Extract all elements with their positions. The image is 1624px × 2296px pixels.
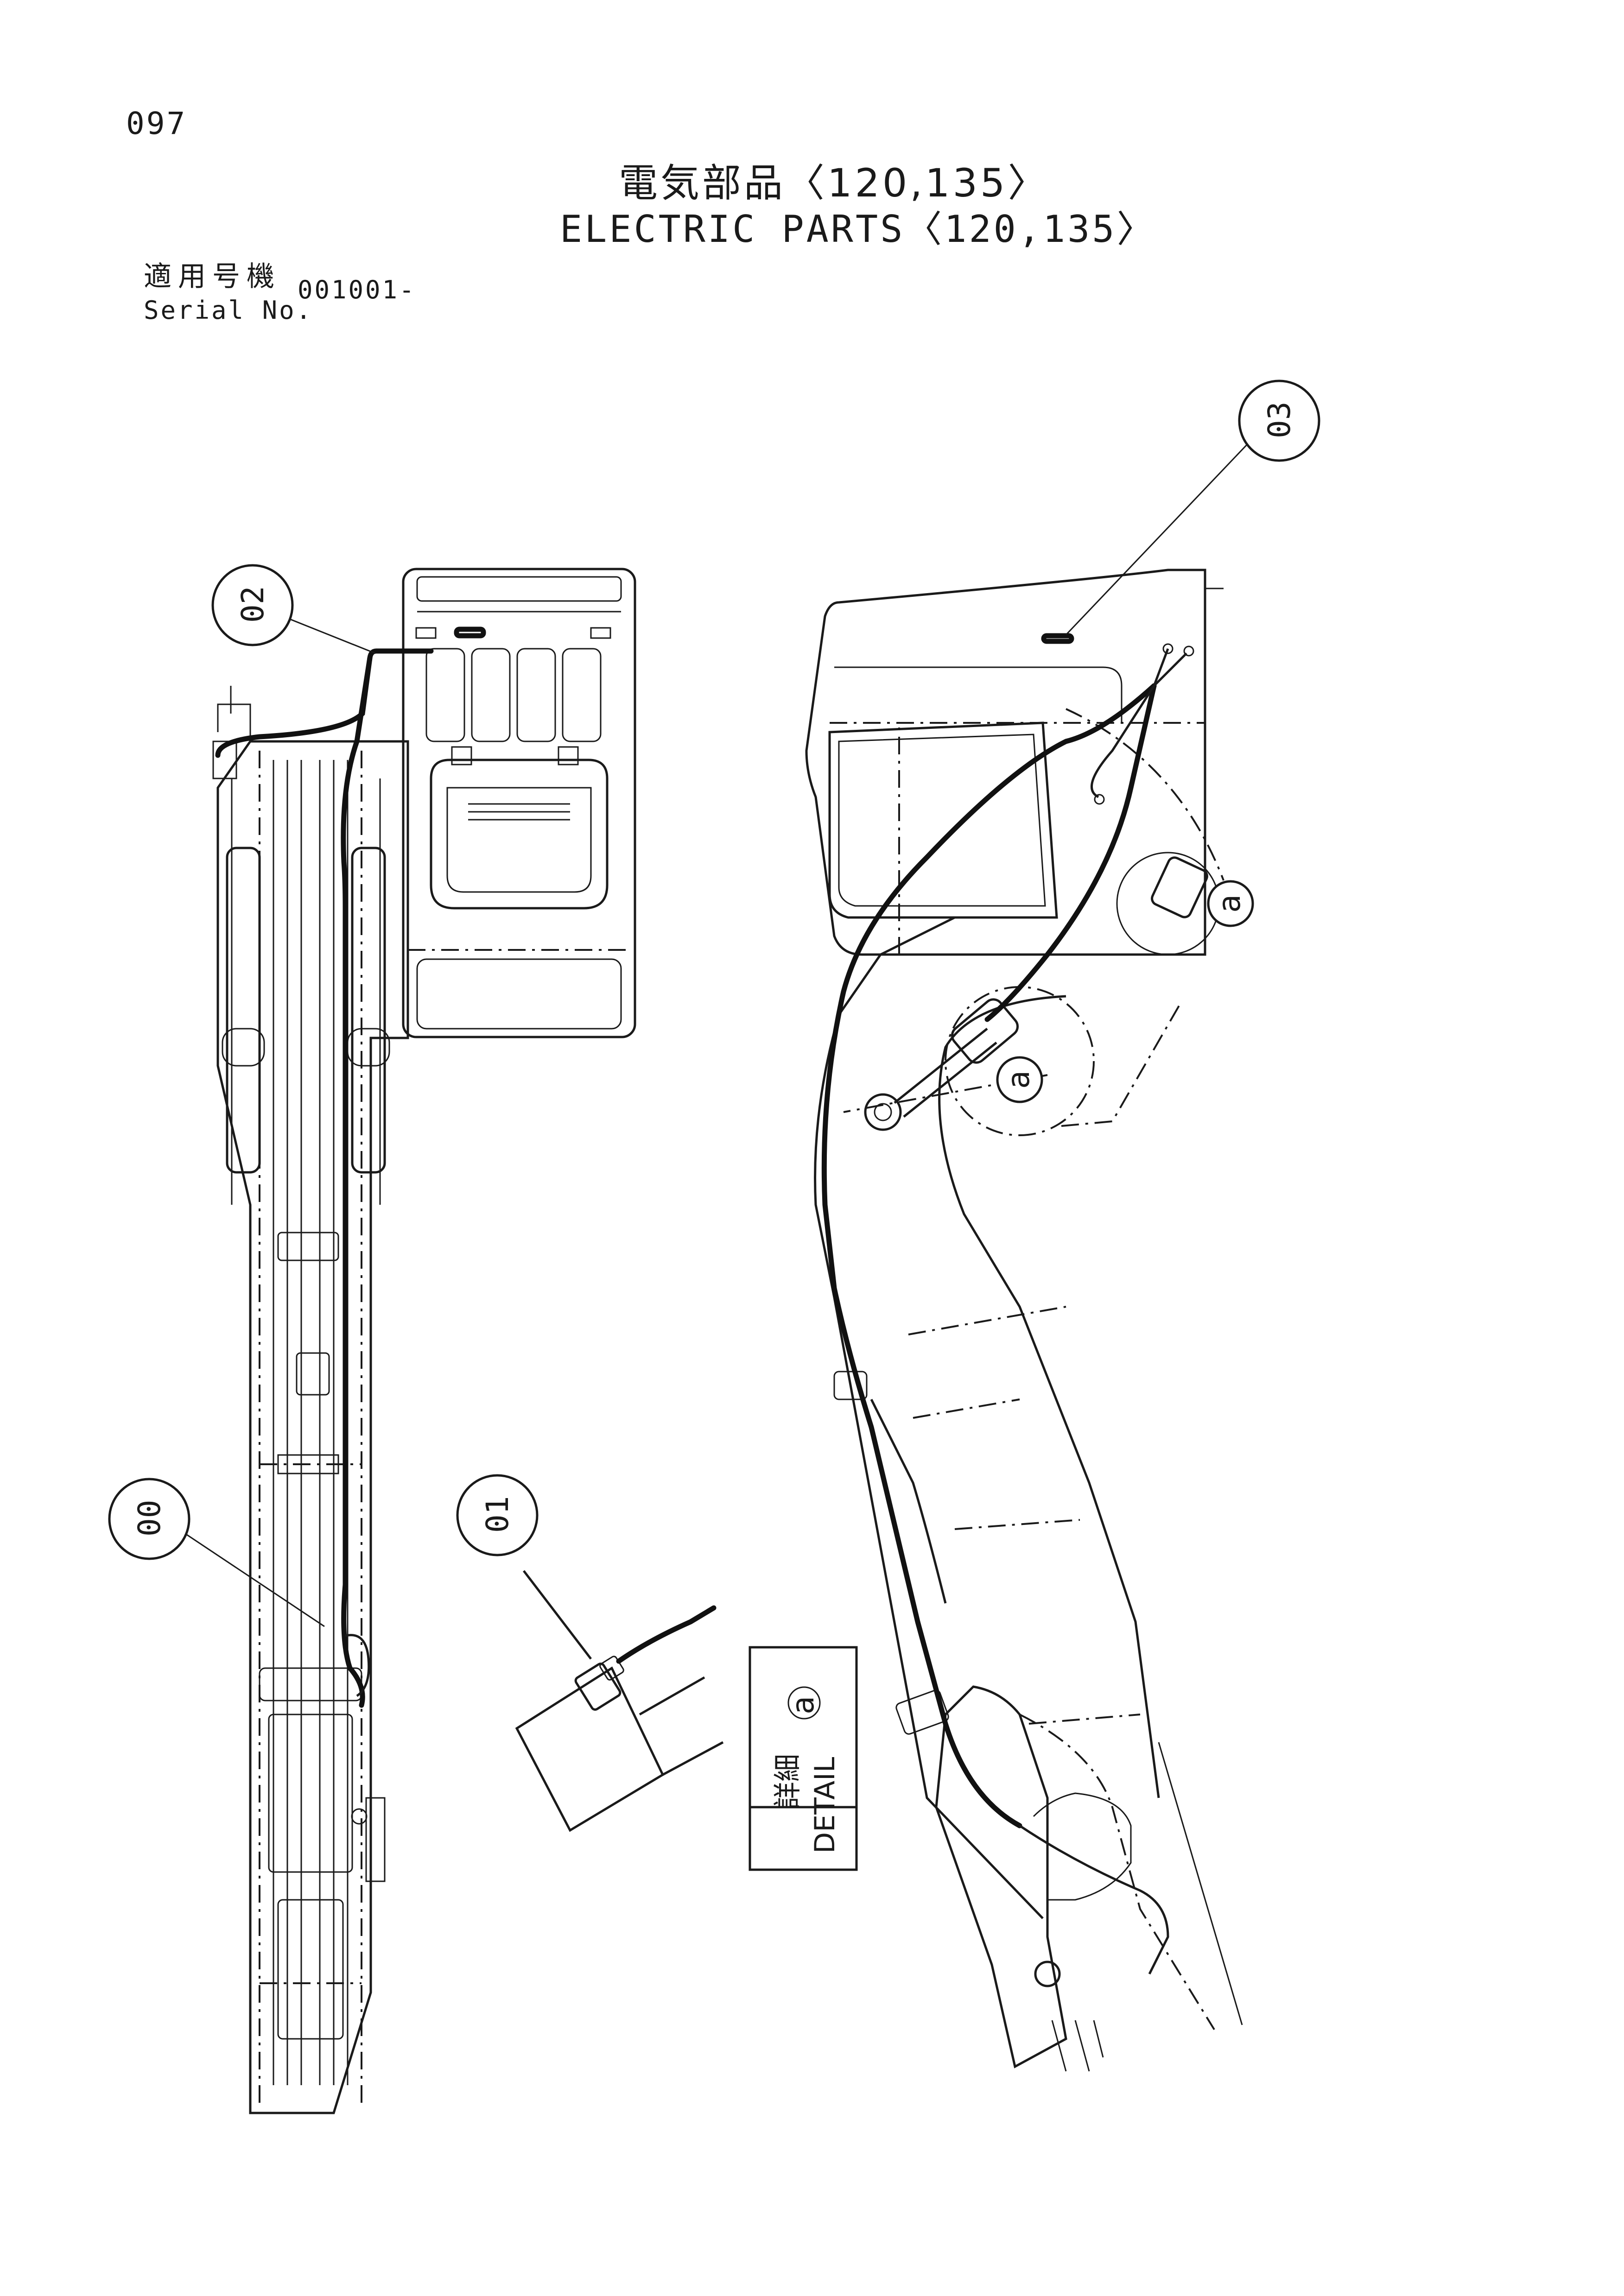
boom-outline: [216, 740, 409, 2114]
cab-window: [425, 648, 465, 742]
cab-window: [562, 648, 602, 742]
wiring-harness-top: [215, 648, 434, 758]
arm-side-outline: [935, 1685, 1067, 2068]
title-japanese: 電気部品〈120,135〉: [619, 160, 1050, 206]
detail-marker: a: [1207, 880, 1254, 927]
svg-text:a: a: [1212, 894, 1247, 913]
serial-label-japanese: 適用号機: [144, 260, 281, 293]
callout-02: 02: [211, 564, 376, 654]
serial-label-english: Serial No.: [144, 296, 313, 325]
sensor-detail-01: [515, 1570, 724, 1832]
cab-roof-rail: [416, 576, 622, 602]
cab-seat: [430, 759, 609, 910]
title-english: ELECTRIC PARTS〈120,135〉: [560, 208, 1156, 251]
arm-pivot: [1034, 1961, 1061, 1987]
page-number: 097: [126, 106, 187, 141]
svg-text:a: a: [1001, 1070, 1036, 1089]
boom-pivot: [864, 1093, 902, 1131]
serial-number-value: 001001-: [298, 275, 416, 304]
wiring-harness-side: [821, 683, 1157, 1828]
detail-marker: a: [996, 1056, 1043, 1103]
cab-window: [516, 648, 556, 742]
callout-02-number: 02: [235, 586, 271, 623]
cab-side-window: [828, 721, 1058, 919]
callout-00-number: 00: [132, 1500, 167, 1537]
cab-outline: [402, 568, 636, 1038]
callout-00: 00: [108, 1478, 325, 1627]
detail-english-label: DETAIL: [809, 1757, 841, 1853]
detail-japanese-label: 詳細: [772, 1754, 804, 1809]
detail-box: 詳細 DETAIL a: [749, 1646, 858, 1871]
side-view-drawing: [805, 569, 1243, 2072]
sensor-nut: [574, 1663, 622, 1711]
callout-01-number: 01: [480, 1496, 515, 1533]
boom-cylinder: [226, 847, 261, 1174]
boom-cylinder: [351, 847, 386, 1174]
cab-window: [471, 648, 511, 742]
top-view-drawing: [212, 568, 636, 2114]
cab-side-outline: [805, 569, 1206, 956]
cab-lamp: [454, 626, 486, 639]
callout-01: 01: [456, 1474, 539, 1556]
callout-03-number: 03: [1262, 402, 1297, 438]
sensor-cable: [616, 1605, 717, 1664]
detail-box-frame: [749, 1646, 858, 1871]
sensor-body: [515, 1666, 665, 1832]
cab-side-lamp: [1041, 633, 1074, 644]
callout-03: 03: [1065, 380, 1320, 636]
